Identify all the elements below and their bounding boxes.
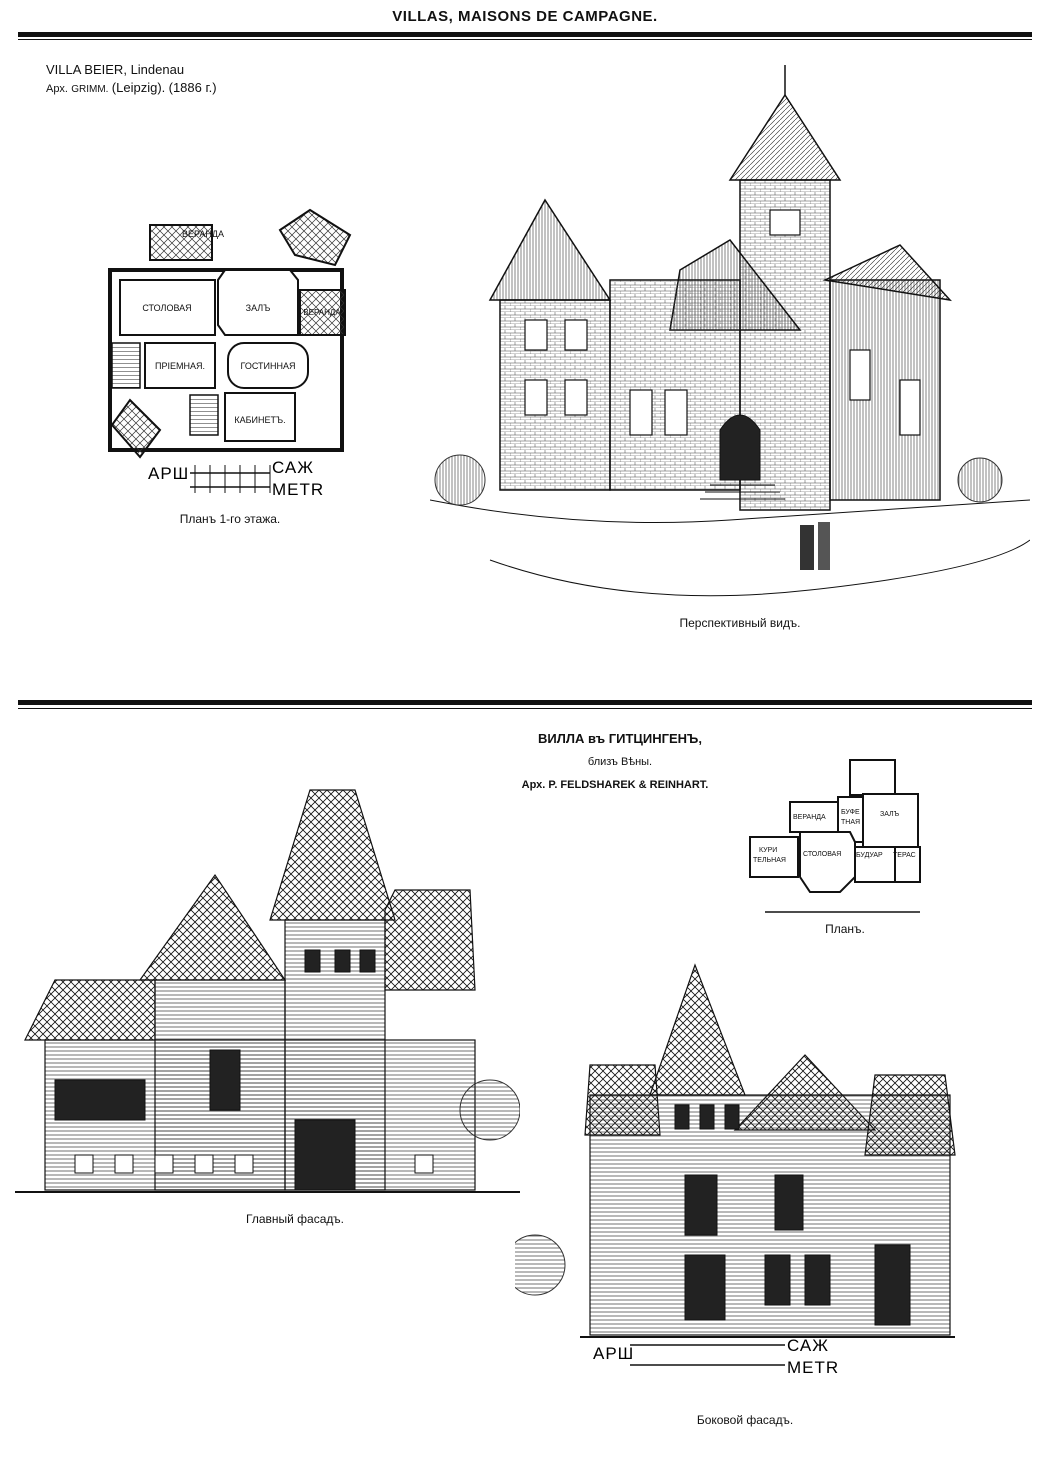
plan-room-dining — [119, 279, 216, 336]
plan2-label-smoking-1: КУРИ — [759, 847, 777, 854]
plan2-room-smoking — [749, 836, 799, 878]
side-facade-spire-roof — [649, 963, 746, 1096]
villa2-scale-metr: METR — [787, 1358, 839, 1375]
main-facade-left-roof — [24, 979, 156, 1041]
perspective-figure — [818, 522, 830, 570]
plan-room-study — [224, 392, 296, 442]
plan2-label-hall: ЗАЛЪ — [880, 811, 900, 818]
villa2-architects: Арх. P. FELDSHAREK & REINHART. — [521, 779, 709, 791]
plan2-stair-hall — [849, 759, 896, 796]
plan-label-reception: ПРІЕМНАЯ. — [155, 361, 205, 371]
plan2-label-smoking-2: ТЕЛЬНАЯ — [753, 857, 786, 864]
page-header-title: VILLAS, MAISONS DE CAMPAGNE. — [392, 8, 658, 25]
villa2-scale-bar: АРШ САЖ METR — [593, 1336, 839, 1375]
villa1-floor-plan: ВЕРАНДА СТОЛОВАЯ ЗАЛЪ ВЕРАНДА ПРІЕМНАЯ. … — [108, 208, 352, 499]
plan2-room-dining — [799, 831, 856, 893]
plan2-label-buffet-2: ТНАЯ — [841, 819, 860, 826]
section-rule-thin — [18, 708, 1032, 709]
villa1-name: VILLA BEIER, — [46, 62, 127, 77]
plan2-label-veranda: ВЕРАНДА — [793, 814, 826, 821]
plan-label-study: КАБИНЕТЪ. — [234, 415, 285, 425]
villa1-arch-prefix: Арх. — [46, 83, 68, 95]
villa2-scale-sazh: САЖ — [787, 1336, 829, 1355]
villa2-main-facade-drawing — [15, 789, 520, 1193]
perspective-left-wing — [499, 299, 611, 491]
plan-label-veranda-right: ВЕРАНДА — [303, 308, 341, 317]
villa1-perspective-drawing — [430, 65, 1030, 597]
plan2-room-terrace — [894, 846, 921, 883]
plan-room-hall — [217, 269, 299, 336]
plan-label-veranda-top: ВЕРАНДА — [182, 229, 224, 239]
villa2-plan-caption: Планъ. — [825, 922, 865, 936]
plan-corner-bay-top — [278, 208, 352, 267]
villa1-arch-city: (Leipzig). — [111, 80, 166, 95]
plan2-label-terrace: ТЕРАС — [893, 852, 916, 859]
plan-staircase — [189, 394, 219, 436]
perspective-entrance-door — [719, 414, 761, 481]
villa1-architect: Арх. GRIMM. (Leipzig). (1886 г.) — [46, 80, 217, 95]
perspective-right-roof — [822, 244, 952, 302]
perspective-right-wing — [829, 279, 941, 501]
villa2-side-facade-drawing: АРШ САЖ METR — [515, 963, 956, 1375]
villa2-name: ВИЛЛА въ ГИТЦИНГЕНЪ, — [538, 731, 702, 746]
plan2-room-hall — [862, 793, 919, 850]
villa1-arch-name: GRIMM. — [71, 84, 109, 95]
plan2-label-boudoir: БУДУАР — [856, 852, 883, 859]
perspective-figure — [800, 525, 814, 570]
villa1-plan-caption: Планъ 1-го этажа. — [179, 512, 281, 526]
perspective-left-gable — [488, 198, 612, 301]
main-facade-right-roof — [384, 889, 476, 991]
main-facade-tower-roof — [269, 789, 396, 921]
villa2-side-facade-caption: Боковой фасадъ. — [696, 1413, 794, 1427]
plan-veranda-right — [299, 289, 346, 336]
plan2-label-dining: СТОЛОВАЯ — [803, 851, 841, 858]
plan-corner-bay-bottom — [110, 398, 162, 459]
section-rule-thick — [18, 700, 1032, 705]
perspective-center-body — [609, 279, 741, 491]
plan-label-hall: ЗАЛЪ — [246, 303, 271, 313]
villa2-main-facade-caption: Главный фасадъ. — [246, 1212, 344, 1226]
villa1-scale-arsh: АРШ — [148, 464, 189, 483]
villa1-location: Lindenau — [130, 62, 185, 77]
villa2-location: близъ Вѣны. — [587, 756, 653, 768]
main-facade-gable-roof — [138, 873, 287, 981]
plan-room-drawing — [227, 342, 309, 389]
villa2-scale-arsh: АРШ — [593, 1344, 634, 1363]
header-rule-thick — [18, 32, 1032, 37]
plan-room-reception — [144, 342, 216, 389]
villa1-title: VILLA BEIER, Lindenau — [46, 62, 184, 77]
header-rule-thin — [18, 39, 1032, 40]
villa1-perspective-caption: Перспективный видъ. — [679, 616, 801, 630]
villa1-scale-bar: АРШ САЖ METR — [148, 458, 324, 499]
perspective-tower-roof — [728, 93, 842, 181]
plan-veranda-top — [149, 224, 213, 261]
plan2-room-boudoir — [854, 846, 896, 883]
villa2-floor-plan: ВЕРАНДА БУФЕ ТНАЯ ЗАЛЪ КУРИ ТЕЛЬНАЯ СТОЛ… — [749, 759, 921, 913]
plan2-label-buffet-1: БУФЕ — [841, 809, 860, 816]
plan-label-dining: СТОЛОВАЯ — [142, 303, 191, 313]
villa1-year: (1886 г.) — [168, 80, 217, 95]
plan-label-drawing: ГОСТИННАЯ — [240, 361, 295, 371]
villa1-scale-sazh: САЖ — [272, 458, 314, 477]
villa1-scale-metr: METR — [272, 480, 324, 499]
plan-service-room — [111, 342, 141, 389]
